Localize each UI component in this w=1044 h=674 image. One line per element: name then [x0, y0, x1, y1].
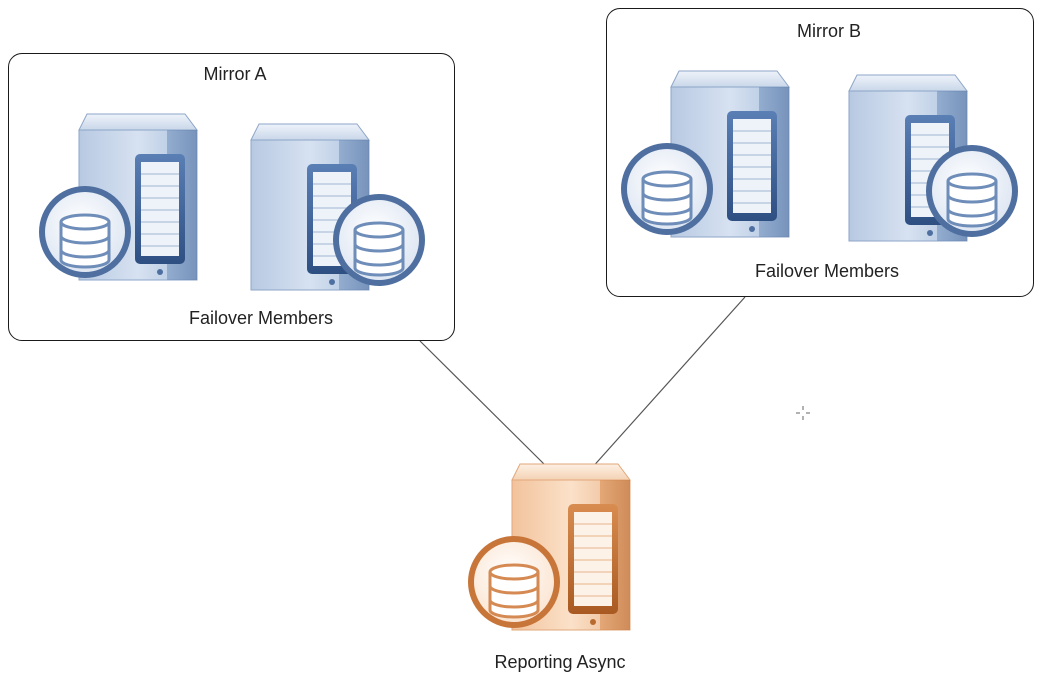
server-icon	[848, 74, 1020, 242]
mirror-a-title: Mirror A	[203, 64, 267, 84]
connector-mirror-a-to-async	[419, 340, 546, 466]
crosshair-icon	[796, 406, 810, 420]
reporting-async-label: Reporting Async	[494, 652, 626, 672]
mirror-a-caption: Failover Members	[188, 308, 334, 328]
mirror-a-group[interactable]: Mirror A Failover Members	[8, 53, 455, 341]
mirror-b-caption: Failover Members	[754, 261, 900, 281]
connector-mirror-b-to-async	[589, 296, 746, 471]
server-icon	[619, 70, 790, 238]
mirror-b-title: Mirror B	[797, 21, 861, 41]
server-icon	[37, 113, 198, 281]
mirror-b-group[interactable]: Mirror B Failover Members	[606, 8, 1034, 297]
reporting-async-server-icon[interactable]	[462, 460, 662, 645]
server-icon	[250, 123, 427, 291]
